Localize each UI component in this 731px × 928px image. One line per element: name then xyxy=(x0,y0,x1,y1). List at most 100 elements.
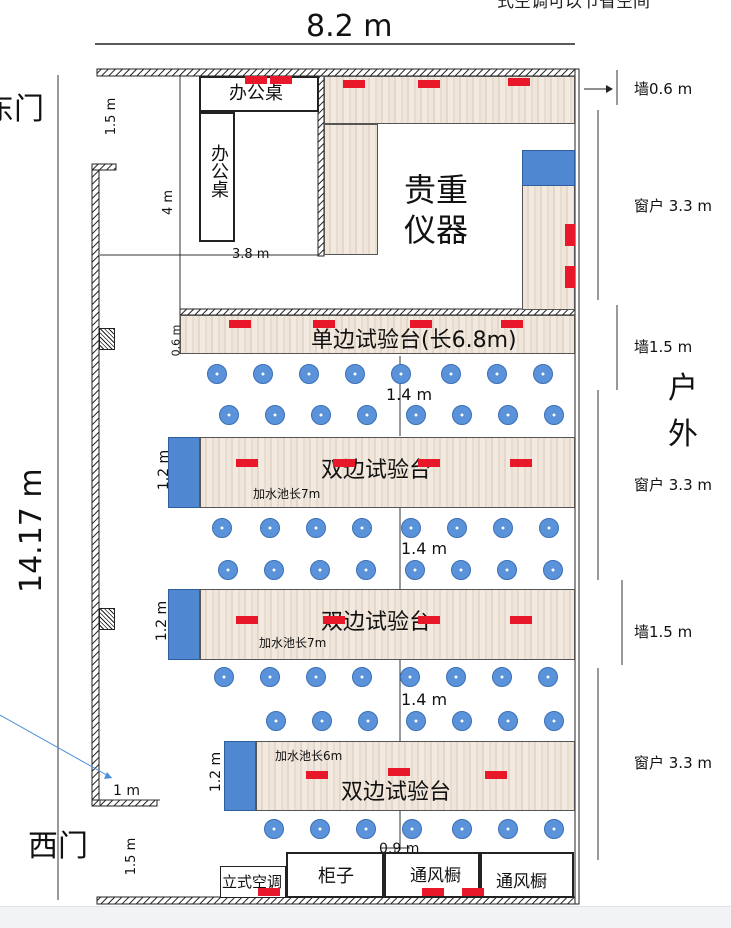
double-bench-2-label: 双边试验台 xyxy=(321,610,432,635)
outlet-marker xyxy=(422,888,444,896)
outlet-marker xyxy=(245,76,267,84)
sink-2-label: 加水池长7m xyxy=(259,636,327,650)
stool xyxy=(498,711,518,731)
bottom-strip xyxy=(0,906,731,928)
stool xyxy=(538,667,558,687)
outlet-marker xyxy=(462,888,484,896)
stool xyxy=(345,364,365,384)
stool xyxy=(357,405,377,425)
stool xyxy=(310,819,330,839)
outlet-marker xyxy=(236,459,258,467)
stool xyxy=(265,405,285,425)
double-bench-1: 双边试验台 加水池长7m xyxy=(200,437,575,508)
stool xyxy=(311,405,331,425)
outlet-marker xyxy=(410,320,432,328)
outlet-marker xyxy=(388,768,410,776)
fume-hood-2-label: 通风橱 xyxy=(496,872,547,892)
column-marker xyxy=(99,328,115,350)
stool xyxy=(406,711,426,731)
column-marker xyxy=(99,608,115,630)
stool xyxy=(405,560,425,580)
top-gap-label: 1.5 m xyxy=(104,97,120,136)
outlet-marker xyxy=(236,616,258,624)
stool xyxy=(402,819,422,839)
precious-instruments-label: 贵重 仪器 xyxy=(404,171,469,249)
outlet-marker xyxy=(306,771,328,779)
stool xyxy=(356,819,376,839)
stool xyxy=(544,711,564,731)
outlet-marker xyxy=(508,78,530,86)
outlet-marker xyxy=(501,320,523,328)
east-wall xyxy=(574,68,580,905)
stool xyxy=(260,518,280,538)
stool xyxy=(253,364,273,384)
office-desk-side-label: 办公桌 xyxy=(208,144,229,198)
outside-label-1: 户 xyxy=(668,371,698,406)
fume-hood-1-label: 通风橱 xyxy=(410,866,461,886)
stool xyxy=(299,364,319,384)
stool xyxy=(266,711,286,731)
right-window-label-3: 窗户 3.3 m xyxy=(634,754,713,772)
sink-3 xyxy=(224,741,256,811)
stool xyxy=(447,518,467,538)
stool xyxy=(492,667,512,687)
outlet-marker xyxy=(485,771,507,779)
air-conditioner-label: 立式空调 xyxy=(222,873,283,891)
instrument-bench-left xyxy=(324,124,378,255)
stool xyxy=(400,667,420,687)
right-wall-label-1: 墙0.6 m xyxy=(634,80,693,98)
office-width-label: 3.8 m xyxy=(232,247,270,262)
stool xyxy=(356,560,376,580)
stool xyxy=(306,518,326,538)
outlet-marker xyxy=(229,320,251,328)
stool xyxy=(264,819,284,839)
stool xyxy=(451,560,471,580)
stool xyxy=(544,405,564,425)
sink-2 xyxy=(168,589,200,660)
stool xyxy=(214,667,234,687)
stool xyxy=(352,667,372,687)
office-depth-label: 4 m xyxy=(161,189,177,216)
west-door-label: 西门 xyxy=(28,829,88,864)
stool xyxy=(498,405,518,425)
outlet-marker xyxy=(418,80,440,88)
stool xyxy=(543,560,563,580)
stool xyxy=(441,364,461,384)
double-bench-3-label: 双边试验台 xyxy=(341,780,452,805)
office-desk-top-label: 办公桌 xyxy=(229,83,283,104)
south-wall xyxy=(96,896,580,905)
outlet-marker xyxy=(418,616,440,624)
instrument-sink xyxy=(522,150,575,186)
office-desk-side: 办公桌 xyxy=(199,112,235,242)
cabinet-label: 柜子 xyxy=(318,866,354,887)
outlet-marker xyxy=(333,459,355,467)
stool xyxy=(406,405,426,425)
outlet-marker xyxy=(510,459,532,467)
stool xyxy=(497,560,517,580)
stool xyxy=(358,711,378,731)
double-bench-2: 双边试验台 加水池长7m xyxy=(200,589,575,660)
double-bench-3: 双边试验台 加水池长6m xyxy=(256,741,575,811)
stool xyxy=(219,405,239,425)
stool xyxy=(212,518,232,538)
cabinet: 柜子 xyxy=(286,852,384,898)
right-window-label-2: 窗户 3.3 m xyxy=(634,476,713,494)
outlet-marker xyxy=(510,616,532,624)
stool xyxy=(498,819,518,839)
aisle-label-2: 1.4 m xyxy=(401,539,448,558)
outlet-marker xyxy=(565,224,575,246)
top-note: 式空调可以节省空间 xyxy=(497,0,650,12)
stool xyxy=(264,560,284,580)
fume-hood-2: 通风橱 xyxy=(480,852,574,898)
room-width-label: 8.2 m xyxy=(306,9,393,44)
stool xyxy=(452,405,472,425)
stool xyxy=(533,364,553,384)
north-wall xyxy=(96,68,580,77)
instrument-bench-top xyxy=(324,76,575,124)
outlet-marker xyxy=(313,320,335,328)
stool xyxy=(452,819,472,839)
bench-width-label-3: 1.2 m xyxy=(208,751,225,793)
outlet-marker xyxy=(323,616,345,624)
